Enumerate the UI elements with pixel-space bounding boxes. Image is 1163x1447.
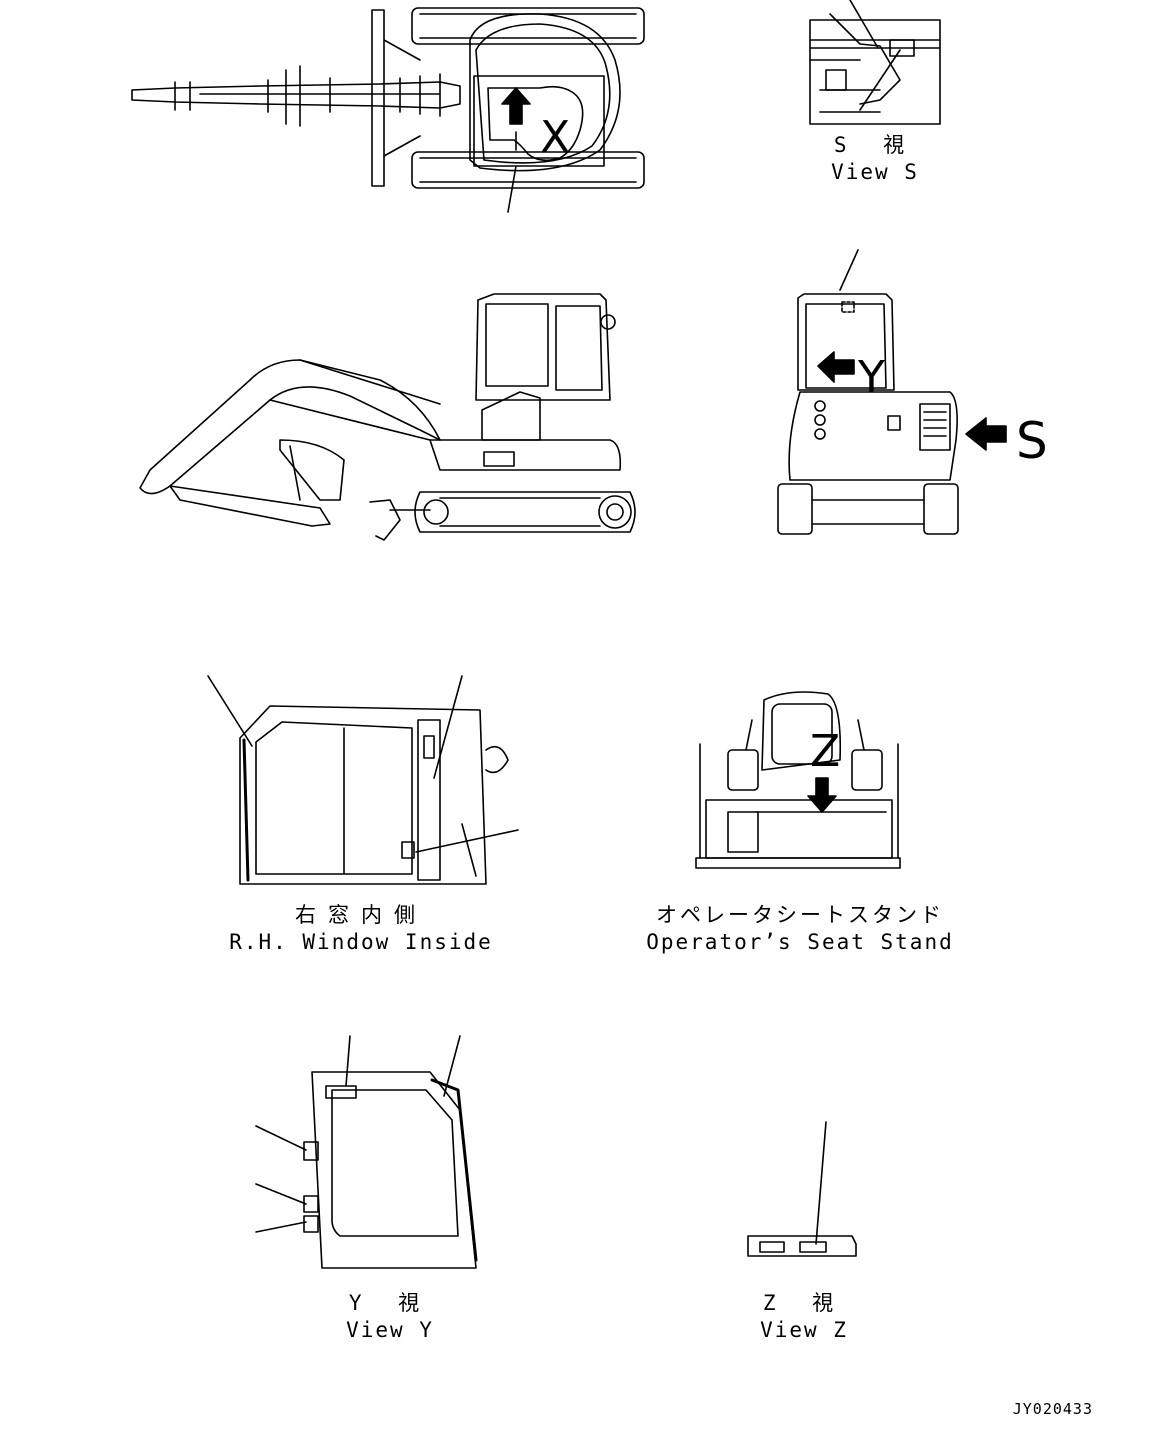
caption-seat-stand-en: Operator’s Seat Stand [646,930,954,954]
rear-view-excavator: Y S [777,249,1048,535]
caption-view-s-jp: S 視 [833,133,917,157]
marker-s-label: S [1016,412,1048,470]
side-view-excavator [139,293,636,541]
caption-seat-stand-jp: オペレータシートスタンド [656,903,944,927]
view-z-detail [747,1121,857,1257]
caption-view-s-en: View S [831,160,919,184]
marker-z-label: Z [810,726,840,777]
caption-view-z-en: View Z [760,1318,848,1342]
caption-view-z-jp: Z 視 [762,1291,846,1315]
caption-seat-stand: オペレータシートスタンド Operator’s Seat Stand [640,902,960,956]
marker-y-label: Y [857,352,885,403]
operator-seat-stand-view: Z [695,691,901,869]
rh-window-inside-view [207,675,519,885]
caption-view-y-en: View Y [346,1318,434,1342]
caption-rh-window-en: R.H. Window Inside [229,930,493,954]
caption-view-y-jp: Y 視 [348,1291,432,1315]
view-s-detail [809,0,941,125]
marker-x-label: X [540,112,570,163]
caption-rh-window-jp: 右窓内側 [295,903,427,927]
top-plan-view: X [131,7,645,213]
caption-rh-window: 右窓内側 R.H. Window Inside [196,902,526,956]
caption-view-s: S 視 View S [800,132,950,186]
caption-view-y: Y 視 View Y [310,1290,470,1344]
caption-view-z: Z 視 View Z [724,1290,884,1344]
document-id: JY020433 [1012,1400,1093,1418]
view-y-detail [255,1035,478,1269]
